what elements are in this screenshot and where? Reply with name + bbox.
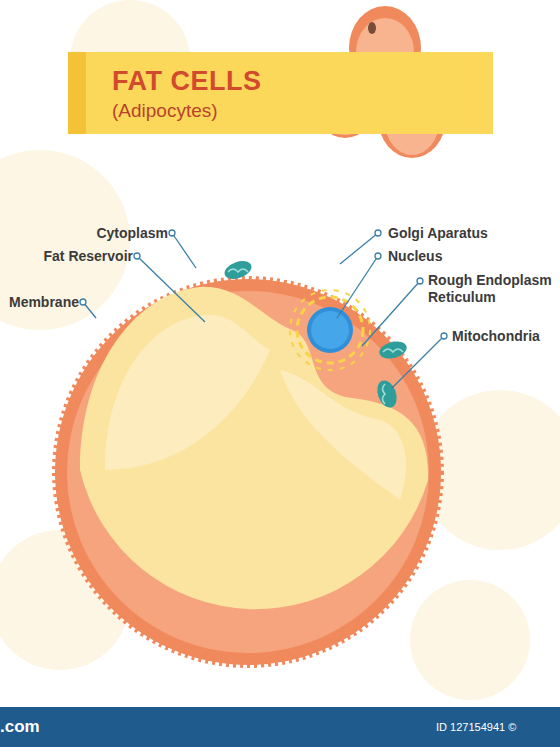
nucleus [290,290,370,370]
part-label: Cytoplasm [96,225,168,242]
part-label: Nucleus [388,248,442,265]
golgi-apparatus [270,255,358,282]
background-blobs [0,0,560,700]
part-label: Golgi Aparatus [388,225,488,242]
part-label: Membrane [9,294,79,311]
subtitle: (Adipocytes) [112,100,218,122]
part-label: Mitochondria [452,328,540,345]
cell-body [55,279,441,665]
watermark: .com [0,717,40,737]
diagram-title: FAT CELLS [112,66,262,97]
part-label: Fat Reservoir [44,248,133,265]
part-label: Rough Endoplasm Reticulum [428,272,560,306]
title-banner [68,52,493,134]
mitochondria [222,258,408,411]
watermark: ID 127154941 © [436,720,516,734]
leader-lines [80,230,447,388]
footer-bar [0,707,560,747]
